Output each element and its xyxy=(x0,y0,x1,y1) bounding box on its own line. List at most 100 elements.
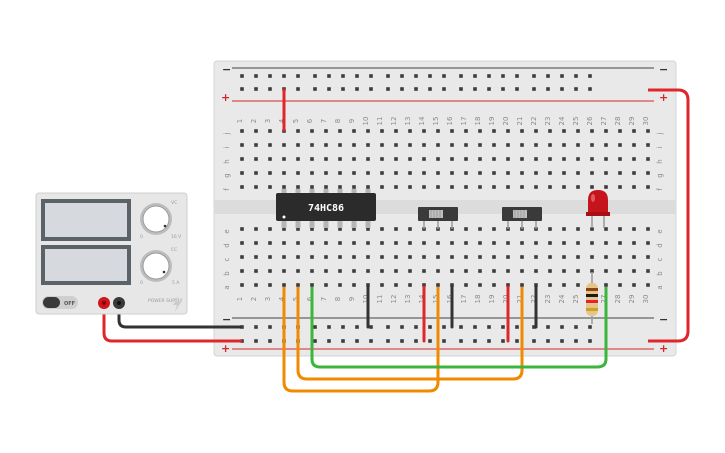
breadboard-hole[interactable] xyxy=(296,129,300,133)
breadboard-hole[interactable] xyxy=(520,171,524,175)
rail-hole[interactable] xyxy=(501,339,505,343)
breadboard-hole[interactable] xyxy=(576,129,580,133)
breadboard-hole[interactable] xyxy=(254,185,258,189)
slide-switch-b[interactable] xyxy=(502,207,542,229)
rail-hole[interactable] xyxy=(313,325,317,329)
breadboard-hole[interactable] xyxy=(632,171,636,175)
breadboard-hole[interactable] xyxy=(366,185,370,189)
breadboard-hole[interactable] xyxy=(576,241,580,245)
breadboard-hole[interactable] xyxy=(604,227,608,231)
rail-hole[interactable] xyxy=(546,74,550,78)
rail-hole[interactable] xyxy=(268,87,272,91)
breadboard-hole[interactable] xyxy=(562,283,566,287)
breadboard-hole[interactable] xyxy=(520,129,524,133)
breadboard-hole[interactable] xyxy=(464,171,468,175)
breadboard-hole[interactable] xyxy=(646,269,650,273)
breadboard-hole[interactable] xyxy=(478,143,482,147)
breadboard-hole[interactable] xyxy=(254,227,258,231)
breadboard-hole[interactable] xyxy=(618,269,622,273)
breadboard-hole[interactable] xyxy=(548,157,552,161)
breadboard-hole[interactable] xyxy=(548,255,552,259)
breadboard-holes[interactable] xyxy=(240,74,650,343)
breadboard-hole[interactable] xyxy=(618,255,622,259)
breadboard-hole[interactable] xyxy=(282,227,286,231)
rail-hole[interactable] xyxy=(414,87,418,91)
rail-hole[interactable] xyxy=(327,74,331,78)
rail-hole[interactable] xyxy=(386,339,390,343)
rail-hole[interactable] xyxy=(428,74,432,78)
breadboard-hole[interactable] xyxy=(240,185,244,189)
breadboard-hole[interactable] xyxy=(380,185,384,189)
rail-hole[interactable] xyxy=(473,87,477,91)
breadboard-hole[interactable] xyxy=(464,283,468,287)
breadboard-hole[interactable] xyxy=(492,143,496,147)
breadboard-hole[interactable] xyxy=(450,157,454,161)
rail-hole[interactable] xyxy=(341,87,345,91)
breadboard-hole[interactable] xyxy=(450,129,454,133)
rail-hole[interactable] xyxy=(459,87,463,91)
breadboard-hole[interactable] xyxy=(338,143,342,147)
rail-hole[interactable] xyxy=(442,325,446,329)
breadboard-hole[interactable] xyxy=(450,171,454,175)
power-switch[interactable] xyxy=(42,296,78,309)
breadboard-hole[interactable] xyxy=(478,171,482,175)
rail-hole[interactable] xyxy=(414,325,418,329)
rail-hole[interactable] xyxy=(414,339,418,343)
breadboard-hole[interactable] xyxy=(520,185,524,189)
breadboard-hole[interactable] xyxy=(254,269,258,273)
breadboard-hole[interactable] xyxy=(366,255,370,259)
breadboard-hole[interactable] xyxy=(436,129,440,133)
breadboard-hole[interactable] xyxy=(352,129,356,133)
breadboard-hole[interactable] xyxy=(352,227,356,231)
breadboard-hole[interactable] xyxy=(310,171,314,175)
breadboard-hole[interactable] xyxy=(324,185,328,189)
breadboard-hole[interactable] xyxy=(408,283,412,287)
breadboard-hole[interactable] xyxy=(450,269,454,273)
breadboard-hole[interactable] xyxy=(520,157,524,161)
breadboard-hole[interactable] xyxy=(464,227,468,231)
rail-hole[interactable] xyxy=(327,87,331,91)
rail-hole[interactable] xyxy=(341,74,345,78)
rail-hole[interactable] xyxy=(400,74,404,78)
rail-hole[interactable] xyxy=(442,339,446,343)
breadboard-hole[interactable] xyxy=(646,241,650,245)
wires[interactable] xyxy=(102,88,690,393)
rail-hole[interactable] xyxy=(268,74,272,78)
rail-hole[interactable] xyxy=(442,87,446,91)
rail-hole[interactable] xyxy=(487,339,491,343)
breadboard-hole[interactable] xyxy=(492,157,496,161)
breadboard-hole[interactable] xyxy=(450,185,454,189)
breadboard-hole[interactable] xyxy=(646,129,650,133)
breadboard-hole[interactable] xyxy=(520,283,524,287)
breadboard-hole[interactable] xyxy=(282,283,286,287)
breadboard-hole[interactable] xyxy=(492,241,496,245)
breadboard-hole[interactable] xyxy=(478,129,482,133)
rail-hole[interactable] xyxy=(501,325,505,329)
rail-hole[interactable] xyxy=(369,339,373,343)
breadboard-hole[interactable] xyxy=(366,171,370,175)
breadboard-hole[interactable] xyxy=(240,283,244,287)
breadboard-hole[interactable] xyxy=(422,241,426,245)
breadboard-hole[interactable] xyxy=(646,143,650,147)
breadboard-hole[interactable] xyxy=(464,143,468,147)
breadboard-hole[interactable] xyxy=(422,185,426,189)
breadboard-hole[interactable] xyxy=(464,129,468,133)
rail-hole[interactable] xyxy=(560,87,564,91)
breadboard-hole[interactable] xyxy=(618,241,622,245)
breadboard-hole[interactable] xyxy=(296,157,300,161)
breadboard-hole[interactable] xyxy=(548,269,552,273)
rail-hole[interactable] xyxy=(532,339,536,343)
breadboard-hole[interactable] xyxy=(506,241,510,245)
breadboard-hole[interactable] xyxy=(450,241,454,245)
breadboard-hole[interactable] xyxy=(450,283,454,287)
breadboard-hole[interactable] xyxy=(240,171,244,175)
breadboard-hole[interactable] xyxy=(254,129,258,133)
rail-hole[interactable] xyxy=(313,74,317,78)
breadboard-hole[interactable] xyxy=(324,269,328,273)
breadboard-hole[interactable] xyxy=(492,171,496,175)
red-led[interactable] xyxy=(586,190,610,228)
breadboard-hole[interactable] xyxy=(282,157,286,161)
breadboard-hole[interactable] xyxy=(632,143,636,147)
breadboard-hole[interactable] xyxy=(254,157,258,161)
breadboard-hole[interactable] xyxy=(492,255,496,259)
